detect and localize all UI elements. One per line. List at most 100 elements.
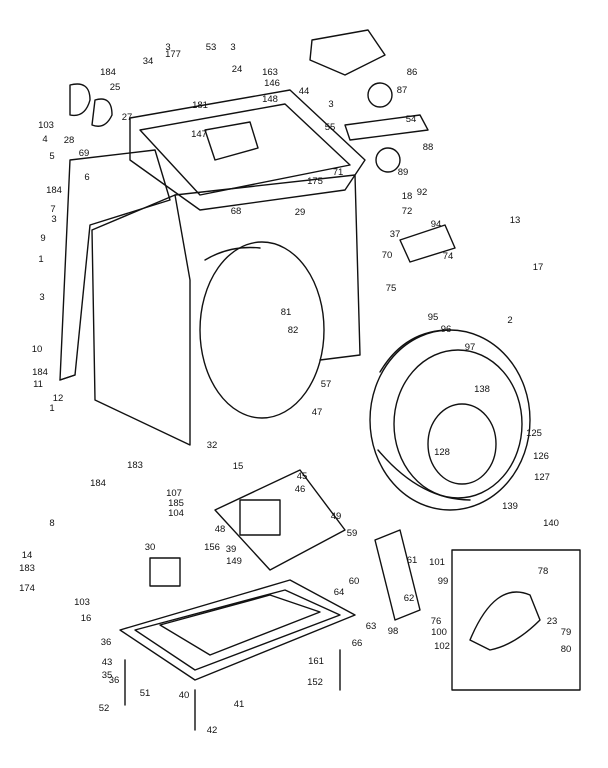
part-callout: 184 [46, 185, 62, 196]
part-callout: 95 [427, 312, 439, 323]
part-callout: 146 [264, 78, 280, 89]
part-callout: 47 [311, 407, 323, 418]
part-callout: 161 [308, 656, 324, 667]
part-callout: 104 [168, 508, 184, 519]
part-callout: 71 [332, 167, 344, 178]
part-callout: 35 [101, 670, 113, 681]
part-callout: 72 [401, 206, 413, 217]
part-callout: 126 [533, 451, 549, 462]
part-callout: 39 [225, 544, 237, 555]
part-callout: 81 [280, 307, 292, 318]
part-callout: 42 [206, 725, 218, 736]
part-callout: 74 [442, 251, 454, 262]
part-callout: 92 [416, 187, 428, 198]
part-callout: 45 [296, 471, 308, 482]
part-callout: 40 [178, 690, 190, 701]
part-callout: 101 [429, 557, 445, 568]
part-callout: 25 [109, 82, 121, 93]
part-callout: 4 [42, 134, 48, 145]
part-callout: 99 [437, 576, 449, 587]
part-callout: 3 [39, 292, 45, 303]
part-callout: 36 [108, 675, 120, 686]
part-callout: 17 [532, 262, 544, 273]
part-callout: 37 [389, 229, 401, 240]
part-callout: 100 [431, 627, 447, 638]
part-callout: 29 [294, 207, 306, 218]
part-callout: 32 [206, 440, 218, 451]
part-callout: 97 [464, 342, 476, 353]
part-callout: 5 [49, 151, 55, 162]
part-callout: 13 [509, 215, 521, 226]
part-callout: 147 [191, 129, 207, 140]
part-callout: 44 [298, 86, 310, 97]
part-callout: 12 [52, 393, 64, 404]
part-callout: 55 [324, 122, 336, 133]
part-callout: 57 [320, 379, 332, 390]
part-callout: 140 [543, 518, 559, 529]
part-callout: 7 [50, 204, 56, 215]
part-callout: 3 [51, 214, 57, 225]
part-callout: 94 [430, 219, 442, 230]
part-callout: 9 [40, 233, 46, 244]
part-callout: 3 [230, 42, 236, 53]
part-callout: 75 [385, 283, 397, 294]
part-callout: 16 [80, 613, 92, 624]
part-callout: 148 [262, 94, 278, 105]
part-callout: 128 [434, 447, 450, 458]
part-callout: 10 [31, 344, 43, 355]
part-callout: 103 [38, 120, 54, 131]
part-callout: 43 [101, 657, 113, 668]
part-callout: 51 [139, 688, 151, 699]
part-callout: 28 [63, 135, 75, 146]
part-callout: 89 [397, 167, 409, 178]
part-callout: 64 [333, 587, 345, 598]
part-callout: 60 [348, 576, 360, 587]
part-callout: 30 [144, 542, 156, 553]
part-callout: 46 [294, 484, 306, 495]
part-callout: 184 [90, 478, 106, 489]
part-callout: 78 [537, 566, 549, 577]
part-callout: 79 [560, 627, 572, 638]
part-callout: 1 [49, 403, 55, 414]
part-callout: 181 [192, 100, 208, 111]
part-callout: 24 [231, 64, 243, 75]
part-callout: 66 [351, 638, 363, 649]
part-callout: 163 [262, 67, 278, 78]
part-callout: 27 [121, 112, 133, 123]
part-callout: 185 [168, 498, 184, 509]
part-callout: 183 [19, 563, 35, 574]
part-callout: 139 [502, 501, 518, 512]
part-callout: 54 [405, 114, 417, 125]
part-callout: 82 [287, 325, 299, 336]
part-callout: 156 [204, 542, 220, 553]
part-callout: 14 [21, 550, 33, 561]
part-callout: 174 [19, 583, 35, 594]
part-callout: 107 [166, 488, 182, 499]
part-callout: 184 [32, 367, 48, 378]
part-callout: 3 [328, 99, 334, 110]
part-callout: 98 [387, 626, 399, 637]
part-callout: 69 [78, 148, 90, 159]
part-callout: 8 [49, 518, 55, 529]
part-callout: 149 [226, 556, 242, 567]
part-callout: 23 [546, 616, 558, 627]
part-callout: 177 [165, 49, 181, 60]
part-callout: 49 [330, 511, 342, 522]
part-callout: 125 [526, 428, 542, 439]
part-callout: 2 [507, 315, 513, 326]
part-callout: 183 [127, 460, 143, 471]
part-callout: 175 [307, 176, 323, 187]
part-callout: 102 [434, 641, 450, 652]
part-callout: 63 [365, 621, 377, 632]
part-callout: 103 [74, 597, 90, 608]
part-callout: 88 [422, 142, 434, 153]
part-callout: 48 [214, 524, 226, 535]
part-callout: 86 [406, 67, 418, 78]
part-callout: 34 [142, 56, 154, 67]
part-callout: 76 [430, 616, 442, 627]
part-callout: 11 [33, 379, 43, 390]
part-callout: 53 [205, 42, 217, 53]
part-callout: 184 [100, 67, 116, 78]
